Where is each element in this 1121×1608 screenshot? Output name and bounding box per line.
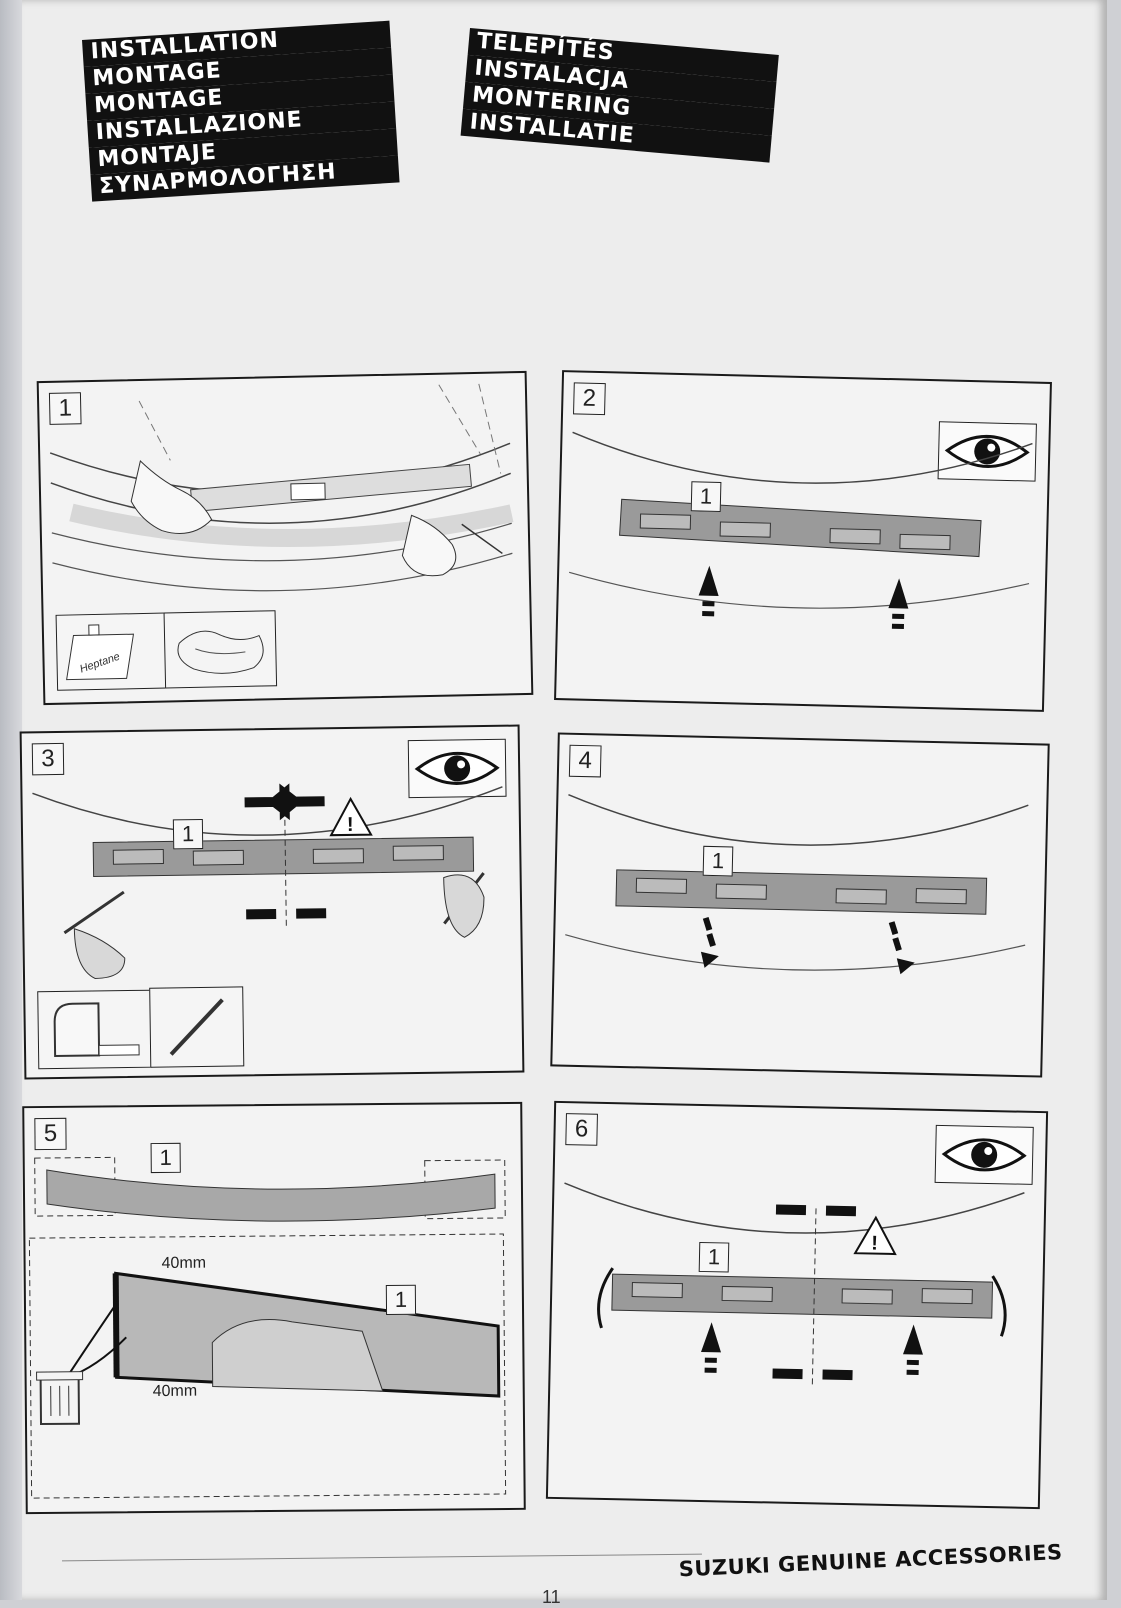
tape-measure-icon [53,1002,140,1058]
inspect-box [937,421,1037,482]
part-callout: 1 [702,845,734,877]
step-6-panel: 6 ! 1 [545,1100,1049,1510]
step-2-panel: 2 1 [554,370,1052,712]
part-callout: 1 [172,818,204,850]
part-callout: 1 [698,1241,730,1273]
cloth-icon [177,630,264,674]
step-1-panel: 1 Heptane [36,370,534,706]
detail-callout: 1 [385,1284,417,1316]
step-2-illustration [569,431,1033,629]
manual-page: INSTALLATION MONTAGE MONTAGE INSTALLAZIO… [19,0,1107,1607]
dimension-label-top: 40mm [161,1254,207,1272]
installation-heading-right: TELEPÍTÉS INSTALACJA MONTERING INSTALLAT… [460,28,779,163]
step-3-panel: 3 ! 1 [19,724,525,1080]
part-callout: 1 [690,481,722,512]
pencil-icon [169,998,224,1056]
solvent-can-icon: Heptane [66,624,135,681]
pencil-box [149,986,245,1068]
footer-rule [62,1553,702,1562]
svg-text:!: ! [347,814,354,836]
binder-edge [0,0,22,1600]
eye-icon [944,434,1030,468]
step-5-illustration [28,1156,507,1499]
step-4-panel: 4 1 [550,732,1050,1078]
solvent-can-box: Heptane [55,612,168,691]
warning-triangle-icon [853,1215,897,1256]
step-6-illustration: ! [564,1182,1025,1389]
eye-icon [941,1138,1027,1172]
footer-brand: SUZUKI GENUINE ACCESSORIES [678,1540,1063,1582]
step-1-illustration [49,383,514,592]
step-4-illustration [565,794,1029,975]
inspect-box [934,1124,1034,1185]
page-number: 11 [542,1587,561,1607]
step-5-panel: 5 1 1 40mm 40mm [22,1101,526,1515]
trash-bin-icon [36,1371,84,1426]
tape-measure-box [37,989,153,1070]
eye-icon [414,751,500,785]
installation-heading-left: INSTALLATION MONTAGE MONTAGE INSTALLAZIO… [82,20,400,202]
inspect-box [407,738,507,799]
part-callout: 1 [150,1142,181,1174]
svg-text:!: ! [871,1233,878,1255]
warning-triangle-icon [329,796,373,837]
cloth-box [163,610,278,689]
dimension-label-bottom: 40mm [152,1382,198,1401]
